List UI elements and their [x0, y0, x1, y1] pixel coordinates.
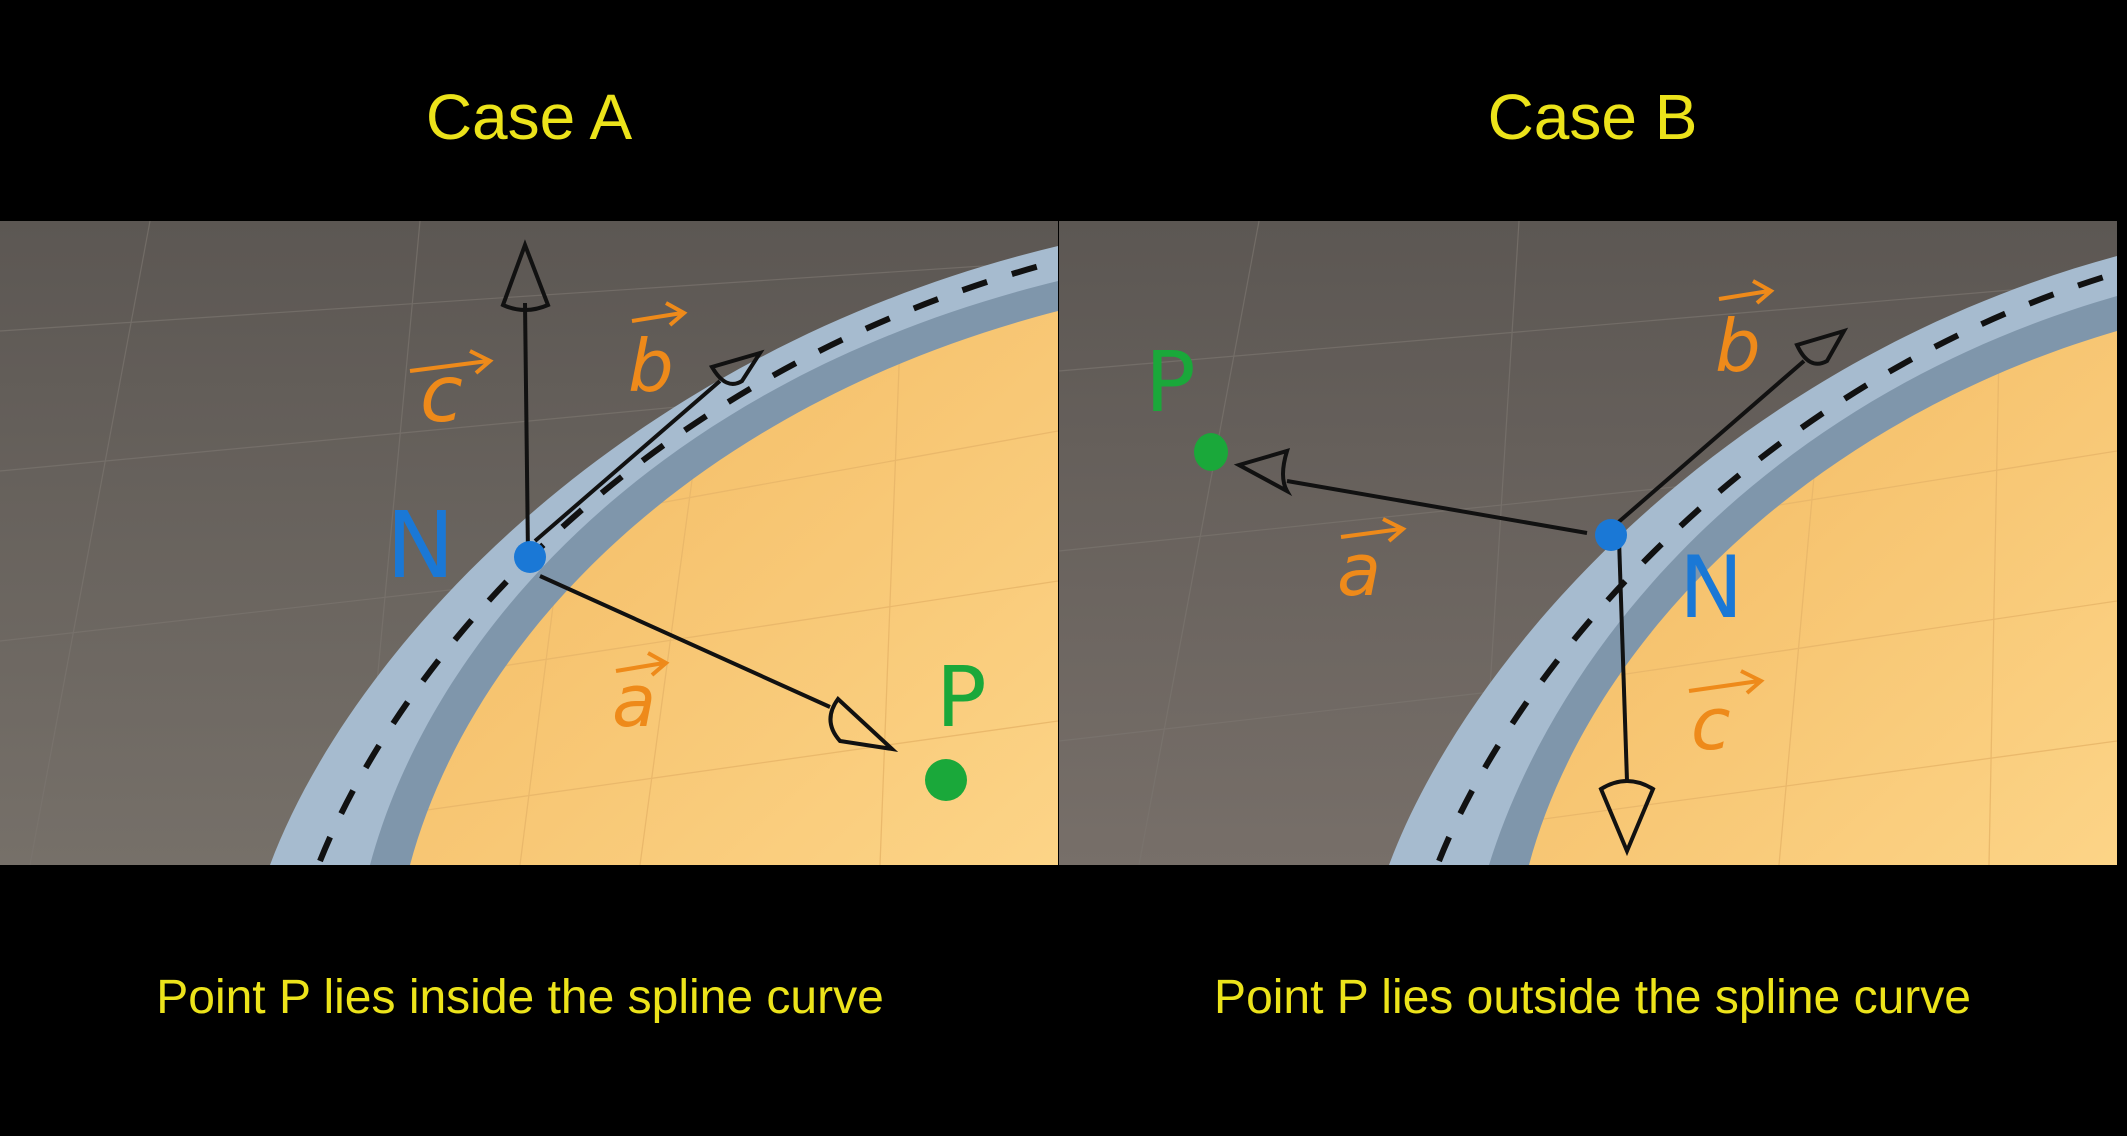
point-p-label: P: [936, 648, 987, 746]
vector-b-overarrow: [631, 301, 688, 327]
node-n-dot: [1595, 519, 1627, 551]
vector-b-label: b: [1715, 304, 1761, 388]
inside-grid: [419, 340, 1058, 865]
case-a-caption: Point P lies inside the spline curve: [156, 971, 884, 1024]
vector-b-label: b: [628, 324, 674, 408]
inside-region: [1499, 301, 2117, 865]
tangent-vector-arrow: [533, 349, 765, 543]
node-n-label: N: [1679, 538, 1743, 638]
case-b-title: Case B: [1487, 81, 1698, 153]
case-a-title: Case A: [425, 81, 633, 153]
point-vector-arrow: [539, 574, 899, 752]
point-p-dot: [925, 759, 967, 801]
point-vector-arrow: [1233, 448, 1588, 535]
case-a-diagram: c b a N P: [0, 221, 1058, 865]
normal-vector-arrow: [1598, 538, 1656, 857]
normal-vector-arrow: [500, 239, 551, 556]
point-p-label: P: [1145, 333, 1196, 431]
road-center-dashes: [317, 258, 1058, 863]
inside-grid: [1528, 350, 2117, 865]
vector-c-overarrow: [1688, 669, 1765, 695]
case-b-caption: Point P lies outside the spline curve: [1214, 971, 1971, 1024]
node-n-label: N: [386, 492, 455, 599]
vector-a-label: a: [1337, 528, 1381, 612]
vector-a-overarrow: [1340, 517, 1407, 543]
inside-region: [380, 261, 1058, 865]
vector-a-label: a: [612, 659, 656, 743]
vector-a-overarrow: [615, 651, 670, 677]
vector-c-overarrow: [409, 349, 494, 375]
point-p-dot: [1194, 433, 1228, 471]
vector-b-overarrow: [1718, 279, 1775, 305]
vector-c-label: c: [1691, 682, 1731, 766]
case-b-diagram: b a c N P: [1059, 221, 2117, 865]
node-n-dot: [514, 541, 546, 573]
tangent-vector-arrow: [1612, 327, 1849, 528]
